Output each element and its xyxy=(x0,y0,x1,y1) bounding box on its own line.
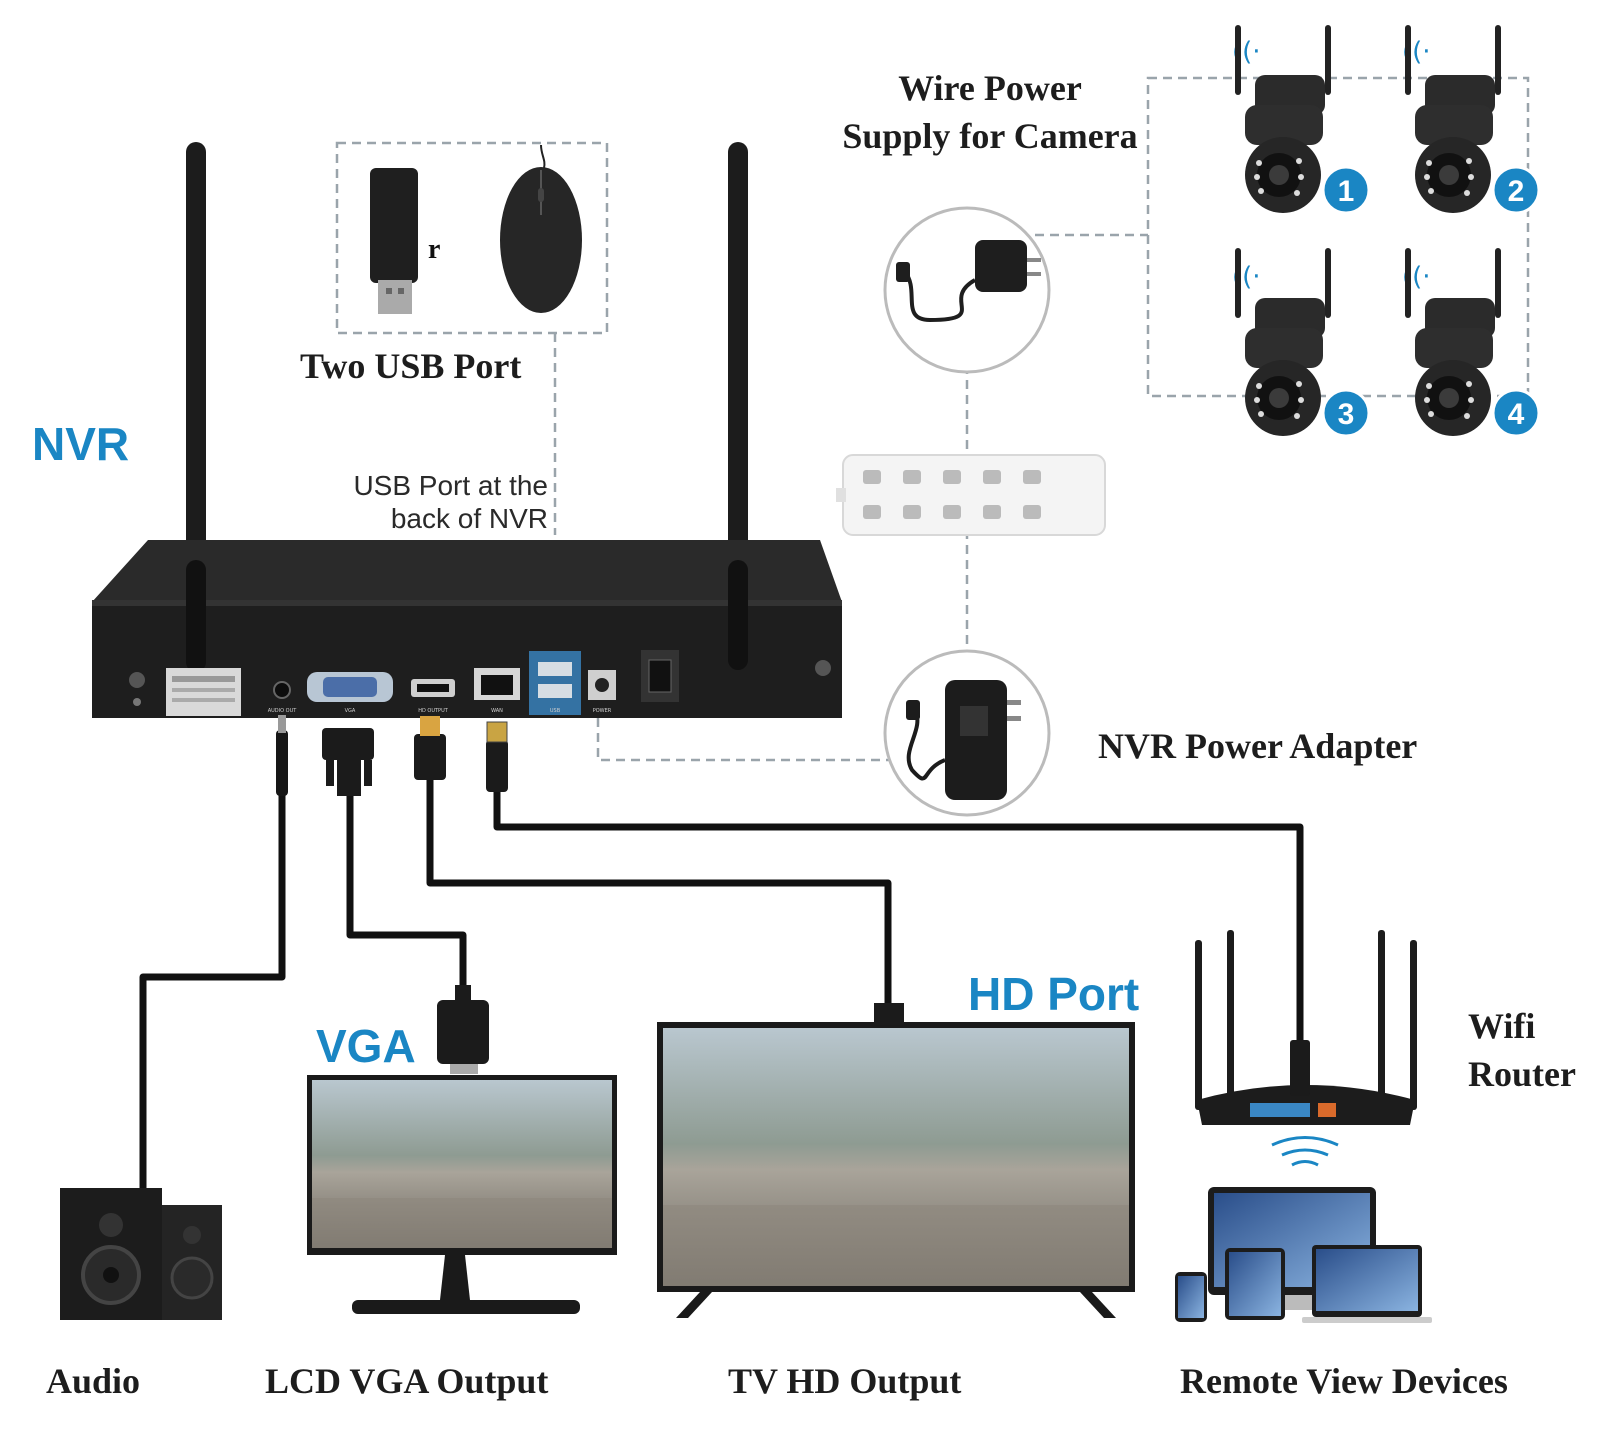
power-adapter-icon xyxy=(896,240,1041,323)
wifi-router-label-line1: Wifi xyxy=(1468,1006,1535,1046)
wire-power-label-line2: Supply for Camera xyxy=(842,116,1137,156)
nvr-antenna-left xyxy=(186,142,206,672)
tv-hd-output-label: TV HD Output xyxy=(728,1361,961,1401)
svg-text:3: 3 xyxy=(1338,398,1355,431)
svg-text:r: r xyxy=(428,234,440,265)
camera-3: ((· 3 xyxy=(1232,248,1371,438)
camera-number-badge: 1 xyxy=(1321,165,1371,215)
usb-ports-highlight xyxy=(529,651,581,715)
audio-cable xyxy=(139,795,286,1198)
wifi-router-label-line2: Router xyxy=(1468,1054,1576,1094)
tv-icon xyxy=(657,1003,1135,1318)
svg-text:VGA: VGA xyxy=(345,708,356,714)
cable-plugs xyxy=(276,715,508,796)
wifi-signal-icon xyxy=(1271,1136,1339,1167)
svg-text:POWER: POWER xyxy=(593,708,612,714)
ethernet-cable xyxy=(493,790,1304,1040)
svg-text:WAN: WAN xyxy=(491,708,503,714)
nvr-label: NVR xyxy=(32,418,129,470)
mouse-icon xyxy=(500,144,582,313)
usb-dongle-icon: r xyxy=(370,168,440,314)
remote-devices-icon xyxy=(1175,1187,1432,1323)
camera-number-badge: 2 xyxy=(1491,165,1541,215)
camera-1: ((· 1 xyxy=(1232,25,1371,215)
monitor-icon xyxy=(307,1075,617,1314)
usb-back-label-line1: USB Port at the xyxy=(353,470,548,501)
hdmi-plug xyxy=(414,734,446,780)
lcd-vga-output-label: LCD VGA Output xyxy=(265,1361,548,1401)
audio-label: Audio xyxy=(46,1361,140,1401)
camera-power-adapter xyxy=(883,206,1051,374)
camera-4: ((· 4 xyxy=(1402,248,1541,438)
svg-text:HD OUTPUT: HD OUTPUT xyxy=(418,708,449,714)
cables xyxy=(139,778,1304,1198)
audio-out-port xyxy=(273,681,291,699)
hdmi-plug-tv xyxy=(874,1003,904,1025)
svg-text:1: 1 xyxy=(1338,175,1355,208)
hdmi-cable xyxy=(426,778,892,1005)
svg-text:2: 2 xyxy=(1508,175,1525,208)
vga-plug xyxy=(322,728,374,760)
nvr-unit: AUDIO OUT VGA HD OUTPUT WAN USB POWER xyxy=(92,142,842,718)
camera-2: ((· 2 xyxy=(1402,25,1541,215)
rj45-plug-router xyxy=(1290,1040,1310,1096)
camera-number-badge: 4 xyxy=(1491,388,1541,438)
rj45-plug xyxy=(486,740,508,792)
wire-power-label-line1: Wire Power xyxy=(898,68,1082,108)
camera-number-badge: 3 xyxy=(1321,388,1371,438)
two-usb-port-label: Two USB Port xyxy=(300,346,521,386)
usb-accessories-box xyxy=(335,141,609,335)
svg-text:AUDIO OUT: AUDIO OUT xyxy=(268,708,298,714)
power-strip-icon xyxy=(836,454,1106,536)
hd-port-label: HD Port xyxy=(968,968,1139,1020)
nvr-antenna-right xyxy=(728,142,748,670)
vga-label: VGA xyxy=(316,1020,416,1072)
svg-text:USB: USB xyxy=(550,708,561,714)
audio-jack-plug xyxy=(276,730,288,796)
vga-plug-monitor xyxy=(437,985,489,1074)
nvr-power-adapter-label: NVR Power Adapter xyxy=(1098,726,1417,766)
remote-view-devices-label: Remote View Devices xyxy=(1180,1361,1508,1401)
svg-text:4: 4 xyxy=(1508,398,1525,431)
vga-cable xyxy=(346,790,467,1000)
speaker-icon xyxy=(60,1188,222,1320)
nvr-power-adapter xyxy=(883,649,1051,817)
usb-back-label-line2: back of NVR xyxy=(391,503,548,534)
router-icon xyxy=(1195,930,1417,1167)
